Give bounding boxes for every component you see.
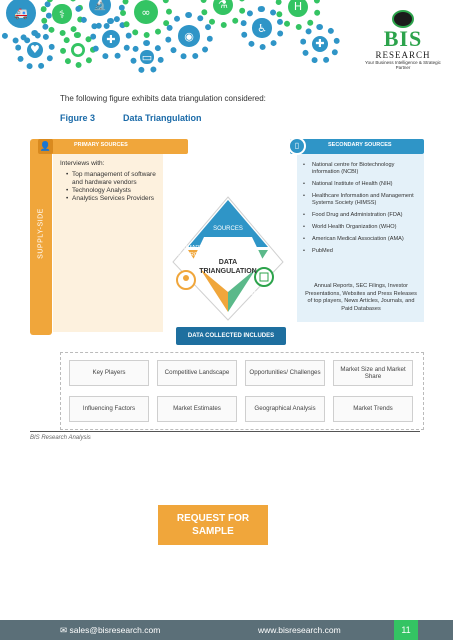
secondary-source-label-2: SOURCE bbox=[254, 298, 278, 304]
dna-icon: ∞ bbox=[120, 0, 172, 38]
secondary-item: American Medical Association (AMA) bbox=[303, 236, 423, 243]
collected-item: Competitive Landscape bbox=[157, 360, 237, 386]
footer-website[interactable]: www.bisresearch.com bbox=[258, 625, 341, 635]
supply-side-bar bbox=[30, 139, 52, 335]
footer-email[interactable]: ✉ sales@bisresearch.com bbox=[60, 625, 161, 635]
collected-item: Geographical Analysis bbox=[245, 396, 325, 422]
request-line-2: SAMPLE bbox=[192, 526, 234, 537]
primary-sources-label: PRIMARY SOURCES bbox=[74, 142, 128, 148]
supply-side-label: SUPPLY-SIDE bbox=[37, 208, 45, 259]
logo-tagline: Your Business Intelligence & Strategic P… bbox=[365, 60, 441, 70]
secondary-note: Annual Reports, SEC Filings, Investor Pr… bbox=[305, 283, 417, 312]
person-icon: 👤 bbox=[38, 139, 53, 154]
email-text: sales@bisresearch.com bbox=[69, 625, 161, 635]
secondary-sources-list: National centre for Biotechnology inform… bbox=[303, 162, 423, 260]
primary-source-label-2: SOURCE bbox=[178, 252, 202, 258]
logo-sub: RESEARCH bbox=[375, 50, 431, 60]
request-sample-button[interactable]: REQUEST FOR SAMPLE bbox=[158, 505, 268, 545]
bed-icon: ▭ bbox=[130, 40, 164, 74]
syringe-icon: ✚ bbox=[90, 18, 132, 60]
request-line-1: REQUEST FOR bbox=[176, 513, 250, 524]
primary-sources-header: PRIMARY SOURCES bbox=[38, 139, 188, 154]
sources-label: SOURCES bbox=[213, 226, 243, 232]
source-note: BIS Research Analysis bbox=[30, 435, 91, 441]
secondary-item: PubMed bbox=[303, 248, 423, 255]
wheelchair-icon: ♿ bbox=[240, 6, 284, 50]
owl-logo-icon bbox=[392, 10, 414, 28]
primary-interviews: Interviews with: Top management of softw… bbox=[60, 160, 160, 203]
collected-item: Market Trends bbox=[333, 396, 413, 422]
secondary-item: National centre for Biotechnology inform… bbox=[303, 162, 423, 176]
data-collected-header: DATA COLLECTED INCLUDES bbox=[176, 327, 286, 345]
collected-item: Market Estimates bbox=[157, 396, 237, 422]
footer: ✉ sales@bisresearch.com www.bisresearch.… bbox=[0, 620, 453, 640]
figure-number: Figure 3 bbox=[60, 113, 96, 123]
secondary-item: Food Drug and Administration (FDA) bbox=[303, 212, 423, 219]
triangulation-graphic: SOURCES DATA TRIANGULATION PRIMARY SOURC… bbox=[172, 196, 285, 321]
secondary-item: National Institute of Health (NIH) bbox=[303, 181, 423, 188]
triangulation-title-1: DATA bbox=[219, 259, 237, 266]
primary-source-label-1: PRIMARY bbox=[178, 245, 203, 251]
triangulation-title-2: TRIANGULATION bbox=[199, 268, 256, 275]
logo-name: BIS bbox=[383, 26, 423, 51]
divider bbox=[30, 431, 420, 432]
figure-title: Data Triangulation bbox=[123, 113, 202, 123]
collected-item: Influencing Factors bbox=[69, 396, 149, 422]
secondary-source-label-1: SECONDARY bbox=[250, 291, 285, 297]
collected-item: Key Players bbox=[69, 360, 149, 386]
secondary-sources-header: SECONDARY SOURCES bbox=[290, 139, 424, 154]
primary-item: Analytics Services Providers bbox=[66, 195, 160, 203]
book-icon: ▯ bbox=[288, 137, 306, 155]
primary-item: Top management of software and hardware … bbox=[66, 171, 160, 187]
collected-item: Opportunities/ Challenges bbox=[245, 360, 325, 386]
interviews-title: Interviews with: bbox=[60, 160, 105, 167]
hospital-icon: H bbox=[275, 0, 321, 30]
data-collected-grid: Key Players Competitive Landscape Opport… bbox=[60, 352, 424, 430]
header-gear-banner: 🚑 ⚕ 🔬 ♥ ● ✚ ∞ ◉ ⚗ ♿ H ✚ ▭ bbox=[0, 0, 370, 80]
triangulation-diamond: SOURCES DATA TRIANGULATION PRIMARY SOURC… bbox=[168, 192, 288, 322]
medicine-icon: ✚ bbox=[300, 24, 340, 64]
page-number: 11 bbox=[394, 620, 418, 640]
collected-item: Market Size and Market Share bbox=[333, 360, 413, 386]
secondary-item: World Health Organization (WHO) bbox=[303, 224, 423, 231]
primary-item: Technology Analysts bbox=[66, 187, 160, 195]
secondary-sources-label: SECONDARY SOURCES bbox=[328, 142, 392, 148]
camera-icon: ◉ bbox=[165, 12, 213, 60]
heart-rate-icon: ♥ bbox=[15, 30, 55, 70]
bis-research-logo: BIS RESEARCH Your Business Intelligence … bbox=[358, 10, 448, 70]
flask-icon: ⚗ bbox=[200, 0, 246, 28]
intro-text: The following figure exhibits data trian… bbox=[60, 94, 266, 103]
secondary-item: Healthcare Information and Management Sy… bbox=[303, 193, 423, 207]
